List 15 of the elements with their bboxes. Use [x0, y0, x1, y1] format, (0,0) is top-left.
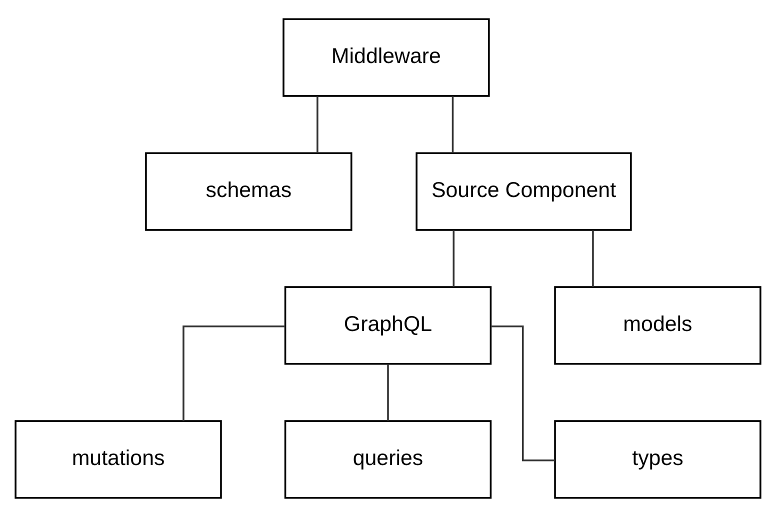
connector	[387, 364, 389, 420]
node-box: mutations	[14, 420, 222, 498]
connector	[490, 324, 555, 461]
connector	[182, 324, 286, 420]
node-box: GraphQL	[284, 286, 492, 364]
node-box: models	[554, 286, 762, 364]
node-box: Middleware	[282, 18, 490, 96]
connector	[316, 96, 318, 152]
node-box: schemas	[145, 152, 352, 230]
node-box: Source Component	[416, 152, 632, 230]
connector	[592, 230, 594, 286]
node-box: queries	[284, 420, 492, 498]
connector	[452, 96, 454, 152]
node-box: types	[554, 420, 762, 498]
connector	[452, 230, 455, 286]
